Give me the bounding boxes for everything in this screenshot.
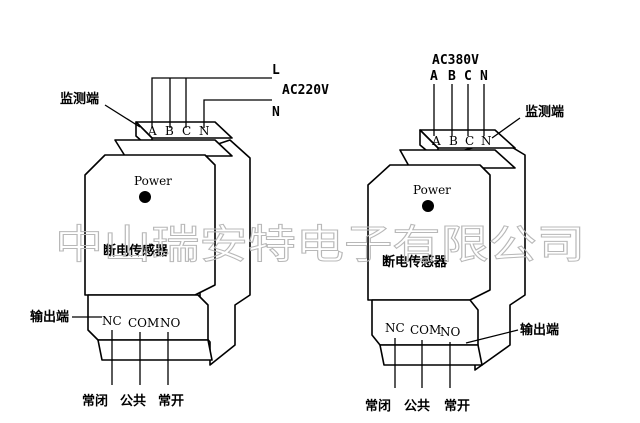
right-upper-shoulder <box>399 149 516 169</box>
left-line-n: N <box>272 105 280 120</box>
right-label-no: 常开 <box>444 398 470 414</box>
left-product-name: 断电传感器 <box>103 243 169 259</box>
right-terminal-com: COM <box>410 323 441 337</box>
left-output-label: 输出端 <box>30 309 69 325</box>
right-output-leader <box>465 329 519 344</box>
left-monitor-label: 监测端 <box>60 91 99 107</box>
right-label-com: 公共 <box>404 398 430 414</box>
left-line-l: L <box>272 63 280 78</box>
left-voltage: AC220V <box>282 83 329 98</box>
right-terminal-nc: NC <box>385 321 405 335</box>
right-front-face <box>367 164 491 301</box>
right-phase-c: C <box>464 69 472 84</box>
right-product-name: 断电传感器 <box>382 254 448 270</box>
left-wire-n <box>203 99 272 128</box>
left-terminal-a: A <box>147 124 157 138</box>
right-power-led-icon <box>422 200 434 212</box>
right-terminal-n: N <box>481 134 492 148</box>
right-monitor-label: 监测端 <box>525 104 564 120</box>
left-terminal-com: COM <box>128 316 159 330</box>
left-monitor-leader <box>104 104 141 128</box>
left-base <box>97 339 213 361</box>
left-terminal-nc: NC <box>102 314 122 328</box>
right-monitor-leader <box>491 117 521 139</box>
left-front-face <box>84 154 216 296</box>
right-terminal-c: C <box>465 134 474 148</box>
left-terminal-no: NO <box>160 316 181 330</box>
right-device: Power 断电传感器 A B C N NC COM NO AC380V A B… <box>365 53 564 414</box>
right-power-label: Power <box>413 183 451 197</box>
right-phase-n: N <box>480 69 488 84</box>
right-voltage: AC380V <box>432 53 479 68</box>
right-phase-b: B <box>448 69 456 84</box>
right-terminal-no: NO <box>440 325 461 339</box>
right-label-nc: 常闭 <box>365 398 391 414</box>
left-terminal-n: N <box>199 124 210 138</box>
left-terminal-b: B <box>165 124 174 138</box>
right-output-label: 输出端 <box>520 322 559 338</box>
right-terminal-a: A <box>431 134 441 148</box>
left-power-label: Power <box>134 174 172 188</box>
watermark-text: 中山瑞安特电子有限公司 <box>55 222 585 268</box>
left-label-com: 公共 <box>120 393 146 409</box>
right-base <box>379 344 483 366</box>
left-terminal-c: C <box>182 124 191 138</box>
left-device: Power 断电传感器 A B C N NC COM NO L AC220V N… <box>30 63 329 409</box>
right-terminal-b: B <box>449 134 458 148</box>
left-power-led-icon <box>139 191 151 203</box>
right-phase-a: A <box>430 69 438 84</box>
left-upper-shoulder <box>114 139 233 157</box>
left-label-nc: 常闭 <box>82 393 108 409</box>
left-label-no: 常开 <box>158 393 184 409</box>
left-wire-a <box>151 77 272 128</box>
